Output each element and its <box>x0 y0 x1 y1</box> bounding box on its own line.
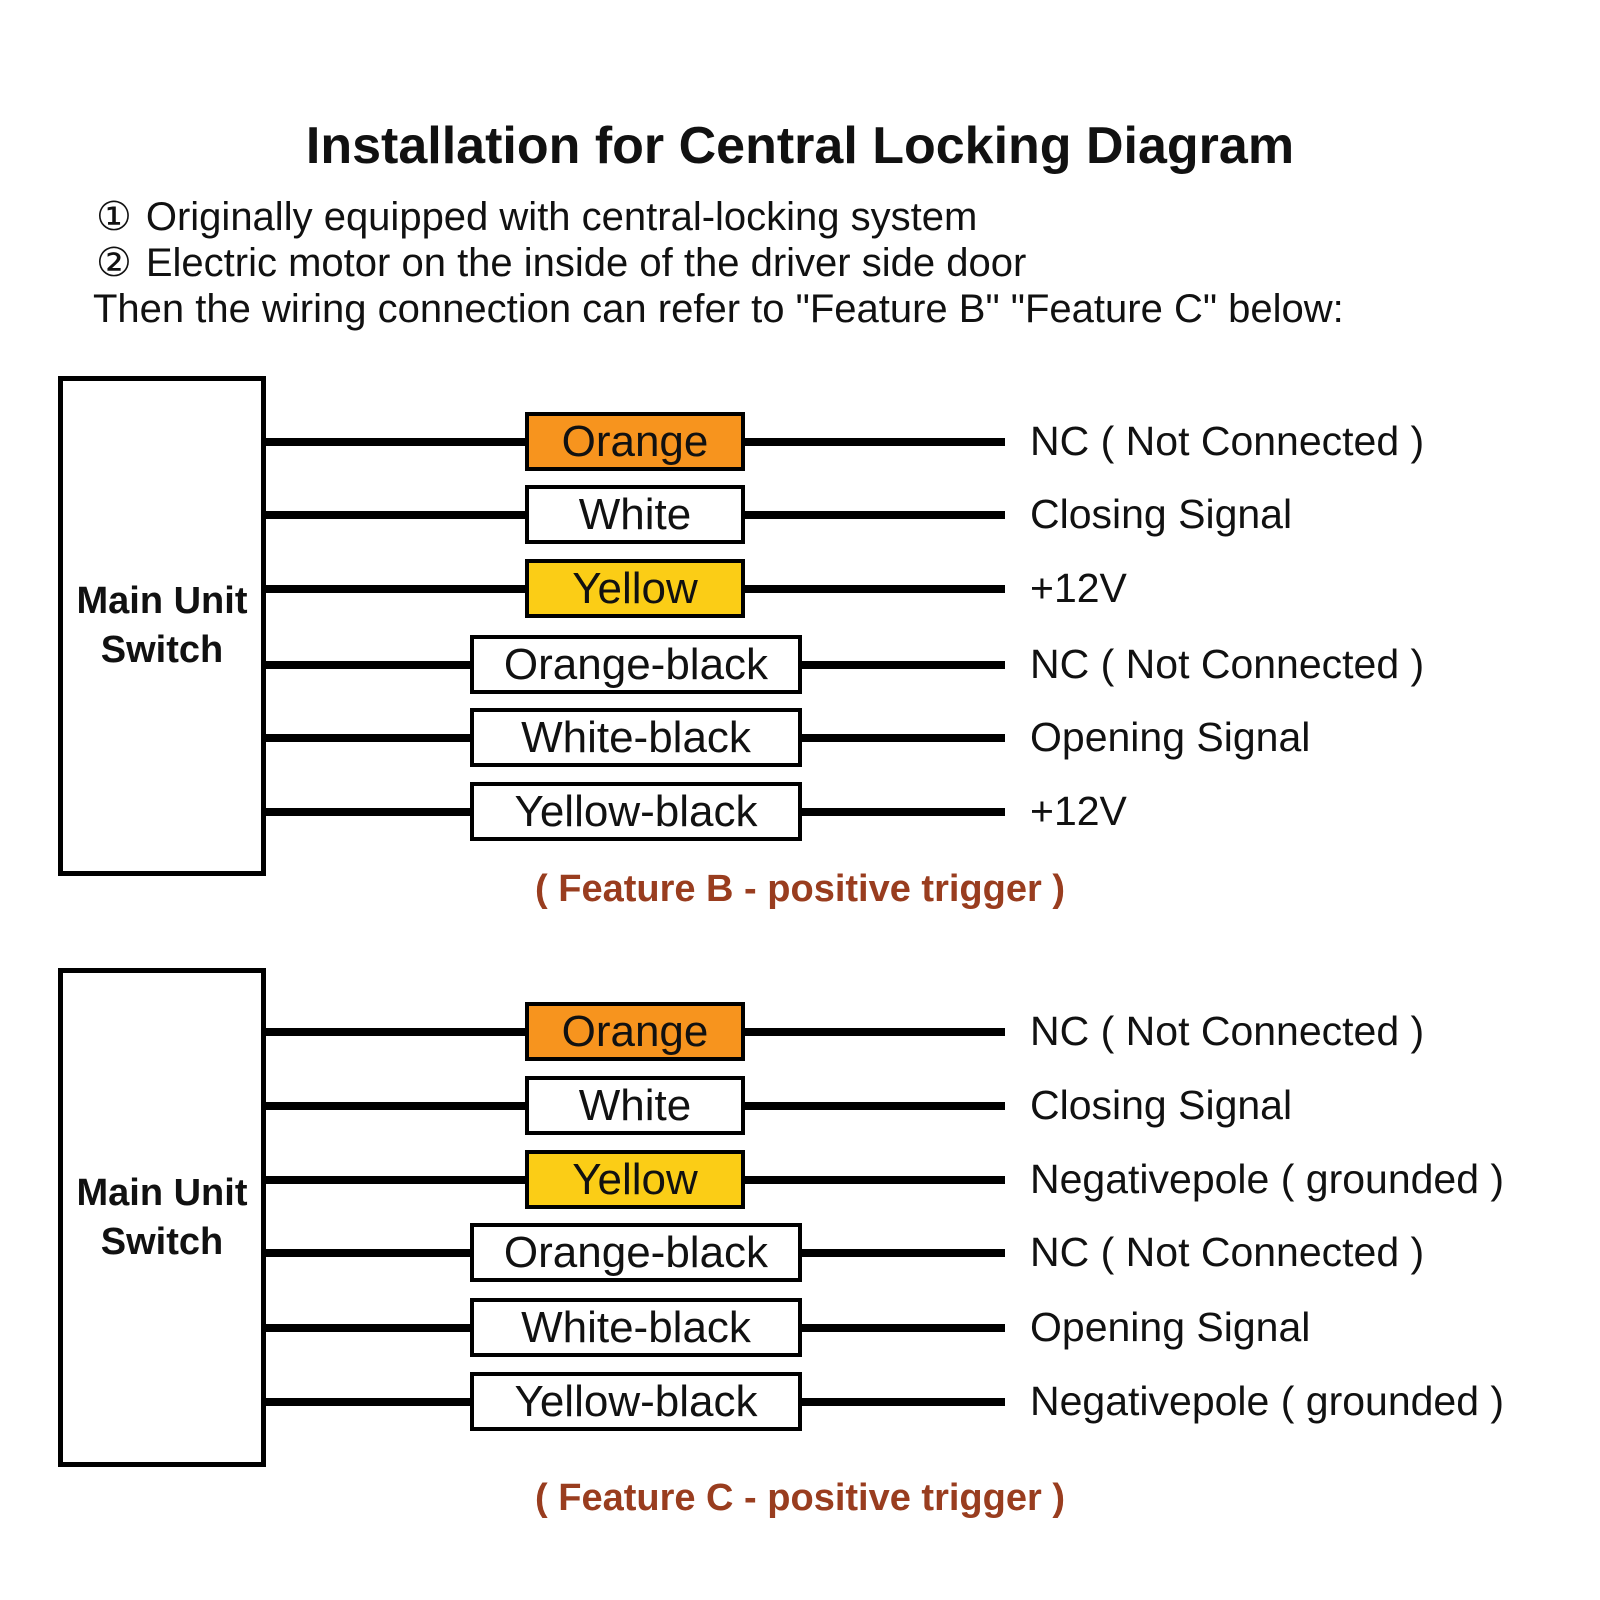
wire-left-segment <box>266 734 470 742</box>
wire-label: Orange-black <box>503 1227 769 1277</box>
note-2-bullet: ② <box>96 241 132 285</box>
signal-label: +12V <box>1030 788 1127 834</box>
feature-c-caption: ( Feature C - positive trigger ) <box>535 1477 1065 1519</box>
wire-label: Yellow-black <box>514 786 758 836</box>
signal-label: +12V <box>1030 565 1127 611</box>
note-1-bullet: ① <box>96 195 132 239</box>
wire-right-segment <box>802 661 1005 669</box>
wire-label-box-orange-black: Orange-black <box>470 1223 802 1282</box>
signal-label: Closing Signal <box>1030 1082 1293 1128</box>
wire-label-box-white-black: White-black <box>470 1298 802 1357</box>
wire-label-box-white: White <box>525 1076 745 1135</box>
wire-label-box-yellow: Yellow <box>525 559 745 618</box>
wire-label: White-black <box>521 712 751 762</box>
wire-right-segment <box>745 585 1005 593</box>
wire-left-segment <box>266 661 470 669</box>
wire-label-box-orange: Orange <box>525 412 745 471</box>
wire-right-segment <box>745 1028 1005 1036</box>
note-2: ② Electric motor on the inside of the dri… <box>96 240 1026 286</box>
signal-label: NC ( Not Connected ) <box>1030 641 1425 687</box>
wire-right-segment <box>745 1102 1005 1110</box>
signal-label: Closing Signal <box>1030 491 1293 537</box>
signal-label: Opening Signal <box>1030 714 1311 760</box>
signal-label: NC ( Not Connected ) <box>1030 1008 1425 1054</box>
note-1: ① Originally equipped with central-lockin… <box>96 194 977 240</box>
wire-right-segment <box>802 1398 1005 1406</box>
signal-label: Negativepole ( grounded ) <box>1030 1378 1505 1424</box>
signal-label: NC ( Not Connected ) <box>1030 1229 1425 1275</box>
note-2-text: Electric motor on the inside of the driv… <box>145 241 1027 285</box>
wire-right-segment <box>745 1176 1005 1184</box>
wire-label: Yellow <box>572 1154 698 1204</box>
wire-label: White-black <box>521 1302 751 1352</box>
wire-left-segment <box>266 1102 525 1110</box>
note-1-text: Originally equipped with central-locking… <box>145 195 978 239</box>
wire-label-box-white-black: White-black <box>470 708 802 767</box>
wire-label-box-orange: Orange <box>525 1002 745 1061</box>
wire-left-segment <box>266 1028 525 1036</box>
wire-label: Yellow <box>572 563 698 613</box>
wire-right-segment <box>745 511 1005 519</box>
wire-left-segment <box>266 1324 470 1332</box>
wire-label-box-orange-black: Orange-black <box>470 635 802 694</box>
page-title: Installation for Central Locking Diagram <box>305 117 1295 175</box>
wire-label: Orange <box>561 1006 709 1056</box>
wire-left-segment <box>266 1398 470 1406</box>
wire-label-box-yellow-black: Yellow-black <box>470 782 802 841</box>
wire-right-segment <box>802 1249 1005 1257</box>
wire-left-segment <box>266 438 525 446</box>
wire-left-segment <box>266 511 525 519</box>
wire-left-segment <box>266 585 525 593</box>
wire-right-segment <box>745 438 1005 446</box>
wire-label: White <box>578 1080 692 1130</box>
signal-label: NC ( Not Connected ) <box>1030 418 1425 464</box>
wire-label: Orange-black <box>503 639 769 689</box>
wire-right-segment <box>802 808 1005 816</box>
wire-left-segment <box>266 1249 470 1257</box>
wire-label: Orange <box>561 416 709 466</box>
wire-left-segment <box>266 1176 525 1184</box>
main-unit-switch-label: Main Unit Switch <box>76 580 248 671</box>
wire-label: White <box>578 489 692 539</box>
main-unit-switch-box: Main Unit Switch <box>58 376 266 876</box>
main-unit-switch-label: Main Unit Switch <box>76 1171 248 1263</box>
wire-label-box-yellow: Yellow <box>525 1150 745 1209</box>
wire-right-segment <box>802 734 1005 742</box>
main-unit-switch-box: Main Unit Switch <box>58 968 266 1467</box>
intro-text: Then the wiring connection can refer to … <box>93 287 1344 331</box>
wire-left-segment <box>266 808 470 816</box>
signal-label: Opening Signal <box>1030 1304 1311 1350</box>
wire-label-box-white: White <box>525 485 745 544</box>
wire-right-segment <box>802 1324 1005 1332</box>
wire-label: Yellow-black <box>514 1376 758 1426</box>
wire-label-box-yellow-black: Yellow-black <box>470 1372 802 1431</box>
signal-label: Negativepole ( grounded ) <box>1030 1156 1505 1202</box>
feature-b-caption: ( Feature B - positive trigger ) <box>535 868 1065 910</box>
